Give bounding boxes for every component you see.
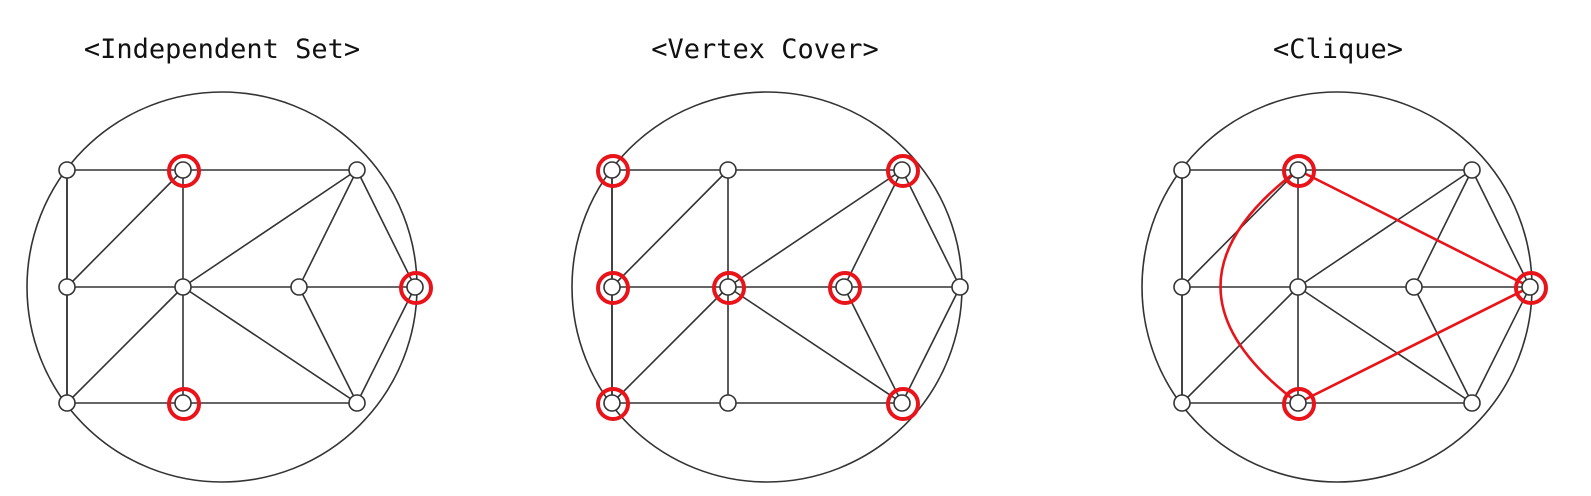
highlight-ring-n3: [596, 271, 630, 305]
vertex-n3: [603, 278, 621, 296]
vertex-n4: [1289, 278, 1307, 296]
highlight-ring-n1: [167, 154, 201, 188]
vertex-n1: [174, 161, 192, 179]
vertex-n7: [58, 394, 76, 412]
vertex-n7: [603, 394, 621, 412]
vertex-n7: [1173, 394, 1191, 412]
vertex-n2: [348, 161, 366, 179]
highlight-ring-n7: [596, 387, 630, 421]
highlight-ring-n0: [596, 154, 630, 188]
vertex-n8: [174, 394, 192, 412]
edge-n6-n9: [356, 286, 416, 404]
vertex-cover-title: <Vertex Cover>: [651, 34, 879, 65]
highlight-ring-n8: [167, 387, 201, 421]
vertex-n4: [174, 278, 192, 296]
edge-n4-n7: [611, 286, 729, 404]
vertex-n0: [1173, 161, 1191, 179]
highlight-ring-n4: [712, 271, 746, 305]
vertex-n1: [1289, 161, 1307, 179]
edge-n4-n9: [182, 286, 358, 404]
clique-title: <Clique>: [1272, 34, 1404, 65]
edge-n2-n4: [182, 169, 358, 288]
highlight-ring-n5: [828, 271, 862, 305]
vertex-n8: [1289, 394, 1307, 412]
vertex-n6: [951, 278, 969, 296]
vertex-n4: [719, 278, 737, 296]
edge-n6-n9: [901, 286, 961, 404]
edge-n2-n4: [1297, 169, 1473, 288]
vertex-n0: [603, 161, 621, 179]
edge-n2-n5: [1413, 169, 1473, 288]
edge-n2-n6: [356, 169, 416, 288]
vertex-n0: [58, 161, 76, 179]
edge-n4-n7: [66, 286, 184, 404]
vertex-cover-graph: [571, 91, 969, 483]
edge-n2-n4: [727, 169, 903, 288]
vertex-n2: [1463, 161, 1481, 179]
independent-set-graph: [26, 91, 433, 483]
edge-n5-n9: [843, 286, 903, 404]
edge-n4-n9: [727, 286, 903, 404]
vertex-n5: [835, 278, 853, 296]
edge-n2-n6: [1471, 169, 1531, 288]
highlight-ring-n9: [886, 387, 920, 421]
vertex-n5: [1405, 278, 1423, 296]
edge-n2-n5: [298, 169, 358, 288]
clique-edge-n1-n8: [1219, 168, 1299, 405]
vertex-n9: [1463, 394, 1481, 412]
edge-n4-n9: [1297, 286, 1473, 404]
independent-set-title: <Independent Set>: [83, 34, 361, 65]
clique-edge-n1-n6: [1297, 168, 1531, 289]
vertex-n5: [290, 278, 308, 296]
edge-n1-n3: [66, 169, 184, 288]
vertex-n9: [893, 394, 911, 412]
vertex-n6: [406, 278, 424, 296]
highlight-ring-n8: [1282, 387, 1316, 421]
edge-n5-n9: [298, 286, 358, 404]
edge-n5-n9: [1413, 286, 1473, 404]
vertex-n2: [893, 161, 911, 179]
highlight-ring-n2: [886, 154, 920, 188]
edge-n6-n9: [1471, 286, 1531, 404]
highlight-ring-n6: [1514, 271, 1548, 305]
clique-graph: [1141, 91, 1548, 483]
edge-n1-n3: [611, 169, 729, 288]
vertex-n1: [719, 161, 737, 179]
vertex-n9: [348, 394, 366, 412]
edge-n2-n6: [901, 169, 961, 288]
vertex-n6: [1521, 278, 1539, 296]
highlight-ring-n6: [399, 271, 433, 305]
edge-n2-n5: [843, 169, 903, 288]
clique-edge-n6-n8: [1297, 285, 1531, 405]
highlight-ring-n1: [1282, 154, 1316, 188]
vertex-n3: [1173, 278, 1191, 296]
vertex-n8: [719, 394, 737, 412]
vertex-n3: [58, 278, 76, 296]
